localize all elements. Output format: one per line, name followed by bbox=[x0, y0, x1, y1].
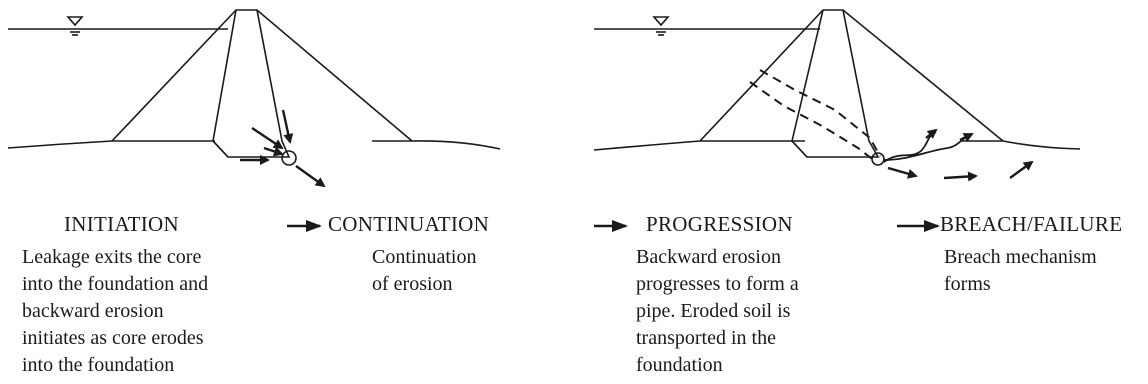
description-line: Continuation bbox=[372, 246, 477, 268]
erosion-point bbox=[281, 150, 297, 166]
description-line: into the foundation and bbox=[22, 273, 209, 295]
description-line: foundation bbox=[636, 354, 723, 376]
erosion-pipe bbox=[749, 81, 877, 163]
stage-title-continuation: CONTINUATION bbox=[328, 212, 490, 236]
description-line: Backward erosion bbox=[636, 246, 781, 268]
flow-arrows-progression bbox=[887, 128, 1034, 182]
embankment bbox=[111, 9, 413, 142]
erosion-pipe bbox=[759, 69, 881, 157]
description-line: initiates as core erodes bbox=[22, 327, 204, 349]
water-level-symbol-icon bbox=[66, 16, 84, 36]
stage-description-continuation: Continuation of erosion bbox=[372, 244, 476, 298]
ground-downstream bbox=[372, 140, 501, 150]
description-line: of erosion bbox=[372, 273, 453, 295]
stage-description-progression: Backward erosion progresses to form a pi… bbox=[636, 244, 799, 379]
stage-description-initiation: Leakage exits the core into the foundati… bbox=[22, 244, 208, 379]
description-line: Breach mechanism bbox=[944, 246, 1097, 268]
ground-downstream bbox=[962, 140, 1081, 150]
stage-title-initiation: INITIATION bbox=[64, 212, 179, 236]
description-line: forms bbox=[944, 273, 991, 295]
flow-arrows-initiation bbox=[240, 109, 326, 188]
ground-upstream bbox=[7, 140, 215, 149]
dam-initiation bbox=[7, 9, 501, 166]
ground-upstream bbox=[593, 140, 805, 151]
description-line: progresses to form a bbox=[636, 273, 799, 295]
description-line: Leakage exits the core bbox=[22, 246, 202, 268]
stage-description-breach-failure: Breach mechanism forms bbox=[944, 244, 1097, 298]
description-line: transported in the bbox=[636, 327, 776, 349]
description-line: backward erosion bbox=[22, 300, 164, 322]
stage-title-breach-failure: BREACH/FAILURE bbox=[940, 212, 1123, 236]
embankment bbox=[699, 9, 1004, 142]
core bbox=[212, 9, 291, 158]
core bbox=[791, 9, 880, 158]
dam-progression bbox=[593, 9, 1081, 166]
description-line: pipe. Eroded soil is bbox=[636, 300, 791, 322]
erosion-point bbox=[871, 152, 885, 166]
water-level-symbol-icon bbox=[652, 16, 670, 36]
description-line: into the foundation bbox=[22, 354, 175, 376]
stage-title-progression: PROGRESSION bbox=[646, 212, 793, 236]
